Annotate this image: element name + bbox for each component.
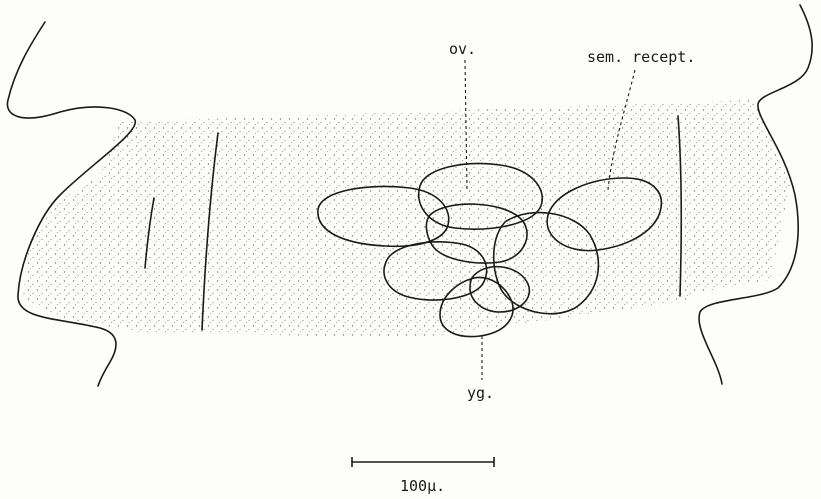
yolk-gland-label: yg. [467,384,494,402]
seminal-receptacle-label: sem. recept. [587,48,695,66]
stippled-body-band [22,100,790,338]
scale-bar: 100μ. [352,457,494,495]
ovary-label: ov. [449,40,476,58]
scale-bar-label: 100μ. [400,477,445,495]
